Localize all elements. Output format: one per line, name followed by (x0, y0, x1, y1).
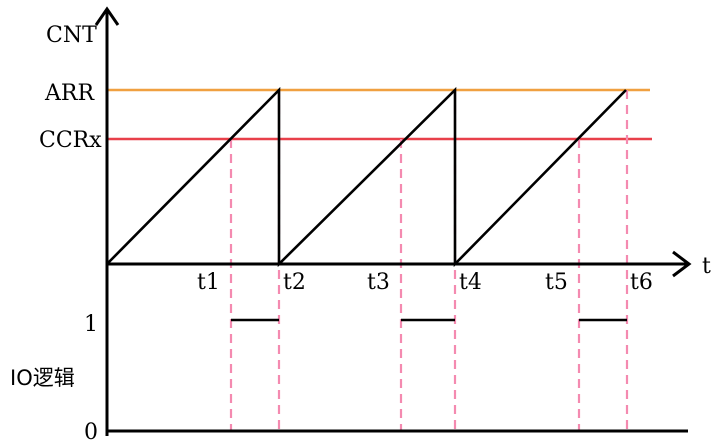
time-guides (229, 90, 629, 432)
time-label-t5: t5 (545, 270, 568, 295)
io-low-label: 0 (84, 420, 98, 440)
time-label-t4: t4 (459, 270, 482, 295)
arr-label: ARR (44, 81, 95, 106)
time-label-t1: t1 (197, 270, 220, 295)
time-axis-arrow-icon (672, 250, 692, 278)
time-label-t2: t2 (283, 270, 306, 295)
counter-sawtooth (106, 86, 627, 268)
ccrx-label: CCRx (39, 128, 102, 153)
time-label-t6: t6 (630, 270, 653, 295)
io-high-label: 1 (84, 312, 98, 337)
cnt-axis-arrow-icon (94, 6, 120, 26)
time-axis-label: t (702, 254, 711, 279)
io-logic-label: IO逻辑 (10, 366, 75, 390)
cnt-axis-label: CNT (46, 23, 97, 48)
time-label-t3: t3 (367, 270, 390, 295)
